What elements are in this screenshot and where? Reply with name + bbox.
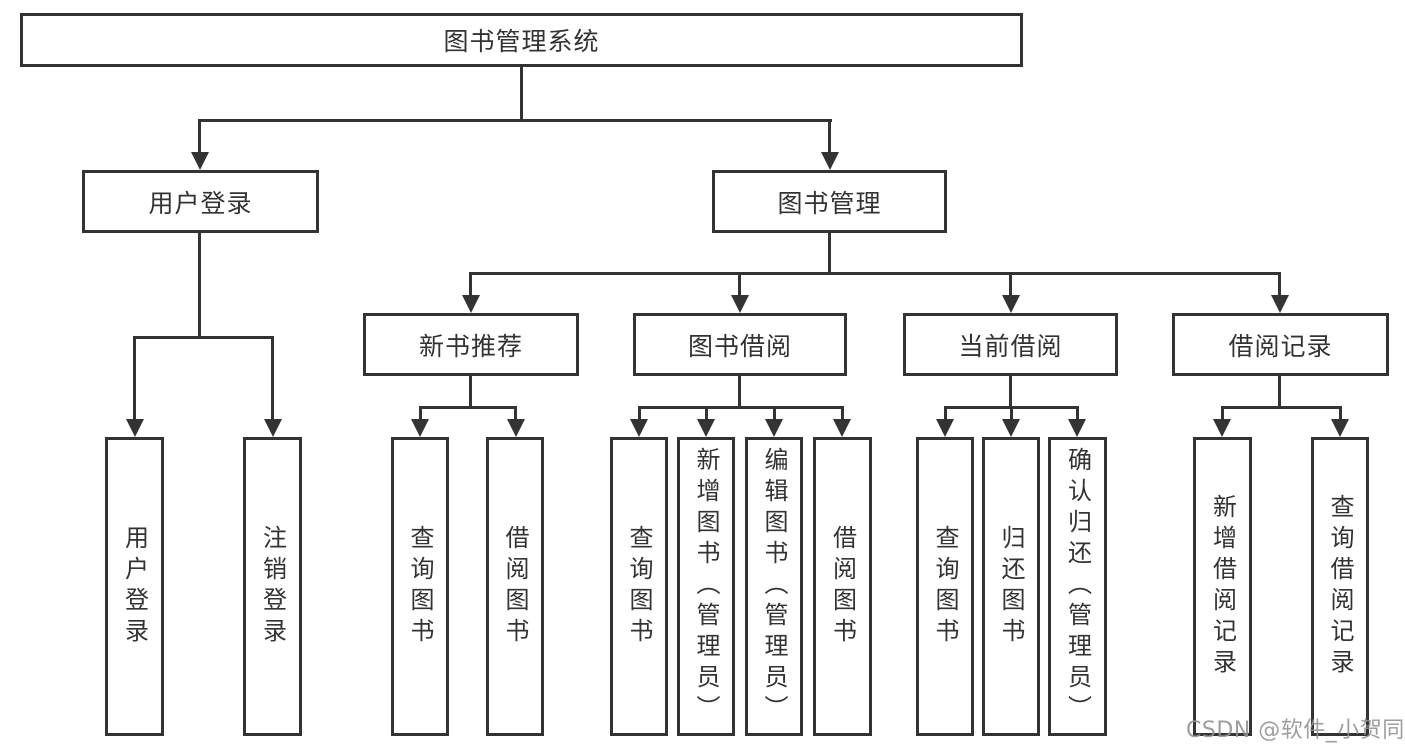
leaf-label: 查询图书 — [931, 524, 959, 649]
connector-line — [1076, 406, 1079, 421]
node-user-login: 用户登录 — [82, 170, 319, 233]
connector-line — [773, 406, 776, 421]
node-current-borrowing: 当前借阅 — [903, 313, 1118, 376]
connector-line — [828, 119, 831, 154]
leaf-add-book-admin: 新增图书（管理员） — [677, 437, 735, 736]
leaf-label: 查询图书 — [625, 524, 653, 649]
arrow-down-icon — [126, 419, 144, 437]
node-book-borrowing: 图书借阅 — [633, 313, 847, 376]
connector-line — [1221, 406, 1342, 409]
connector-line — [841, 406, 844, 421]
leaf-borrow-books-recommend: 借阅图书 — [486, 437, 544, 736]
arrow-down-icon — [731, 295, 749, 313]
connector-line — [705, 406, 708, 421]
node-new-book-recommendation: 新书推荐 — [363, 313, 579, 376]
leaf-label: 查询图书 — [406, 524, 434, 649]
arrow-down-icon — [1002, 295, 1020, 313]
leaf-logout-login: 注销登录 — [243, 437, 302, 736]
connector-line — [419, 406, 422, 421]
leaf-label: 归还图书 — [997, 524, 1025, 649]
connector-line — [469, 376, 472, 409]
arrow-down-icon — [697, 419, 715, 437]
node-label: 图书借阅 — [687, 331, 792, 361]
leaf-label: 借阅图书 — [501, 524, 529, 649]
connector-line — [419, 406, 517, 409]
arrow-down-icon — [264, 419, 282, 437]
node-label: 图书管理 — [777, 188, 882, 218]
arrow-down-icon — [821, 152, 839, 170]
connector-line — [1339, 406, 1342, 421]
connector-line — [738, 376, 741, 409]
node-root: 图书管理系统 — [20, 13, 1023, 67]
arrow-down-icon — [1002, 419, 1020, 437]
arrow-down-icon — [191, 152, 209, 170]
leaf-confirm-return-admin: 确认归还（管理员） — [1048, 437, 1107, 736]
arrow-down-icon — [833, 419, 851, 437]
connector-line — [133, 336, 274, 339]
leaf-query-books-recommend: 查询图书 — [391, 437, 449, 736]
connector-line — [198, 233, 201, 339]
arrow-down-icon — [507, 419, 525, 437]
connector-line — [1010, 406, 1013, 421]
connector-line — [199, 119, 832, 122]
connector-line — [1278, 272, 1281, 297]
leaf-query-books-borrowing: 查询图书 — [610, 437, 668, 736]
connector-line — [1221, 406, 1224, 421]
node-label: 借阅记录 — [1228, 331, 1333, 361]
leaf-add-borrow-record: 新增借阅记录 — [1193, 437, 1252, 736]
arrow-down-icon — [1068, 419, 1086, 437]
arrow-down-icon — [1213, 419, 1231, 437]
leaf-borrow-books-borrowing: 借阅图书 — [813, 437, 872, 736]
connector-line — [1278, 376, 1281, 409]
arrow-down-icon — [936, 419, 954, 437]
leaf-label: 用户登录 — [120, 524, 149, 649]
leaf-edit-book-admin: 编辑图书（管理员） — [745, 437, 803, 736]
leaf-label: 编辑图书（管理员） — [760, 447, 788, 726]
leaf-return-books: 归还图书 — [982, 437, 1040, 736]
node-book-management: 图书管理 — [712, 170, 947, 233]
leaf-label: 注销登录 — [258, 524, 287, 649]
connector-line — [638, 406, 641, 421]
node-label: 用户登录 — [148, 188, 253, 218]
node-label: 图书管理系统 — [443, 27, 600, 56]
connector-line — [133, 336, 136, 419]
arrow-down-icon — [630, 419, 648, 437]
leaf-user-login: 用户登录 — [105, 437, 164, 736]
watermark: CSDN @软件_小贺同学 — [1186, 718, 1405, 743]
leaf-label: 新增图书（管理员） — [692, 447, 720, 726]
connector-line — [520, 67, 523, 122]
node-label: 当前借阅 — [958, 331, 1063, 361]
node-label: 新书推荐 — [418, 331, 523, 361]
leaf-query-borrow-record: 查询借阅记录 — [1311, 437, 1369, 736]
connector-line — [1009, 376, 1012, 409]
leaf-label: 确认归还（管理员） — [1063, 447, 1092, 726]
connector-line — [738, 272, 741, 297]
connector-line — [198, 119, 201, 154]
connector-line — [469, 272, 1281, 275]
connector-line — [828, 233, 831, 275]
connector-line — [638, 406, 844, 409]
leaf-query-books-current: 查询图书 — [916, 437, 974, 736]
leaf-label: 查询借阅记录 — [1326, 493, 1354, 680]
node-borrowing-records: 借阅记录 — [1172, 313, 1389, 376]
arrow-down-icon — [765, 419, 783, 437]
connector-line — [514, 406, 517, 421]
connector-line — [271, 336, 274, 419]
arrow-down-icon — [1271, 295, 1289, 313]
connector-line — [1009, 272, 1012, 297]
leaf-label: 借阅图书 — [828, 524, 857, 649]
arrow-down-icon — [462, 295, 480, 313]
arrow-down-icon — [1331, 419, 1349, 437]
connector-line — [469, 272, 472, 297]
leaf-label: 新增借阅记录 — [1208, 493, 1237, 680]
arrow-down-icon — [411, 419, 429, 437]
connector-line — [944, 406, 947, 421]
